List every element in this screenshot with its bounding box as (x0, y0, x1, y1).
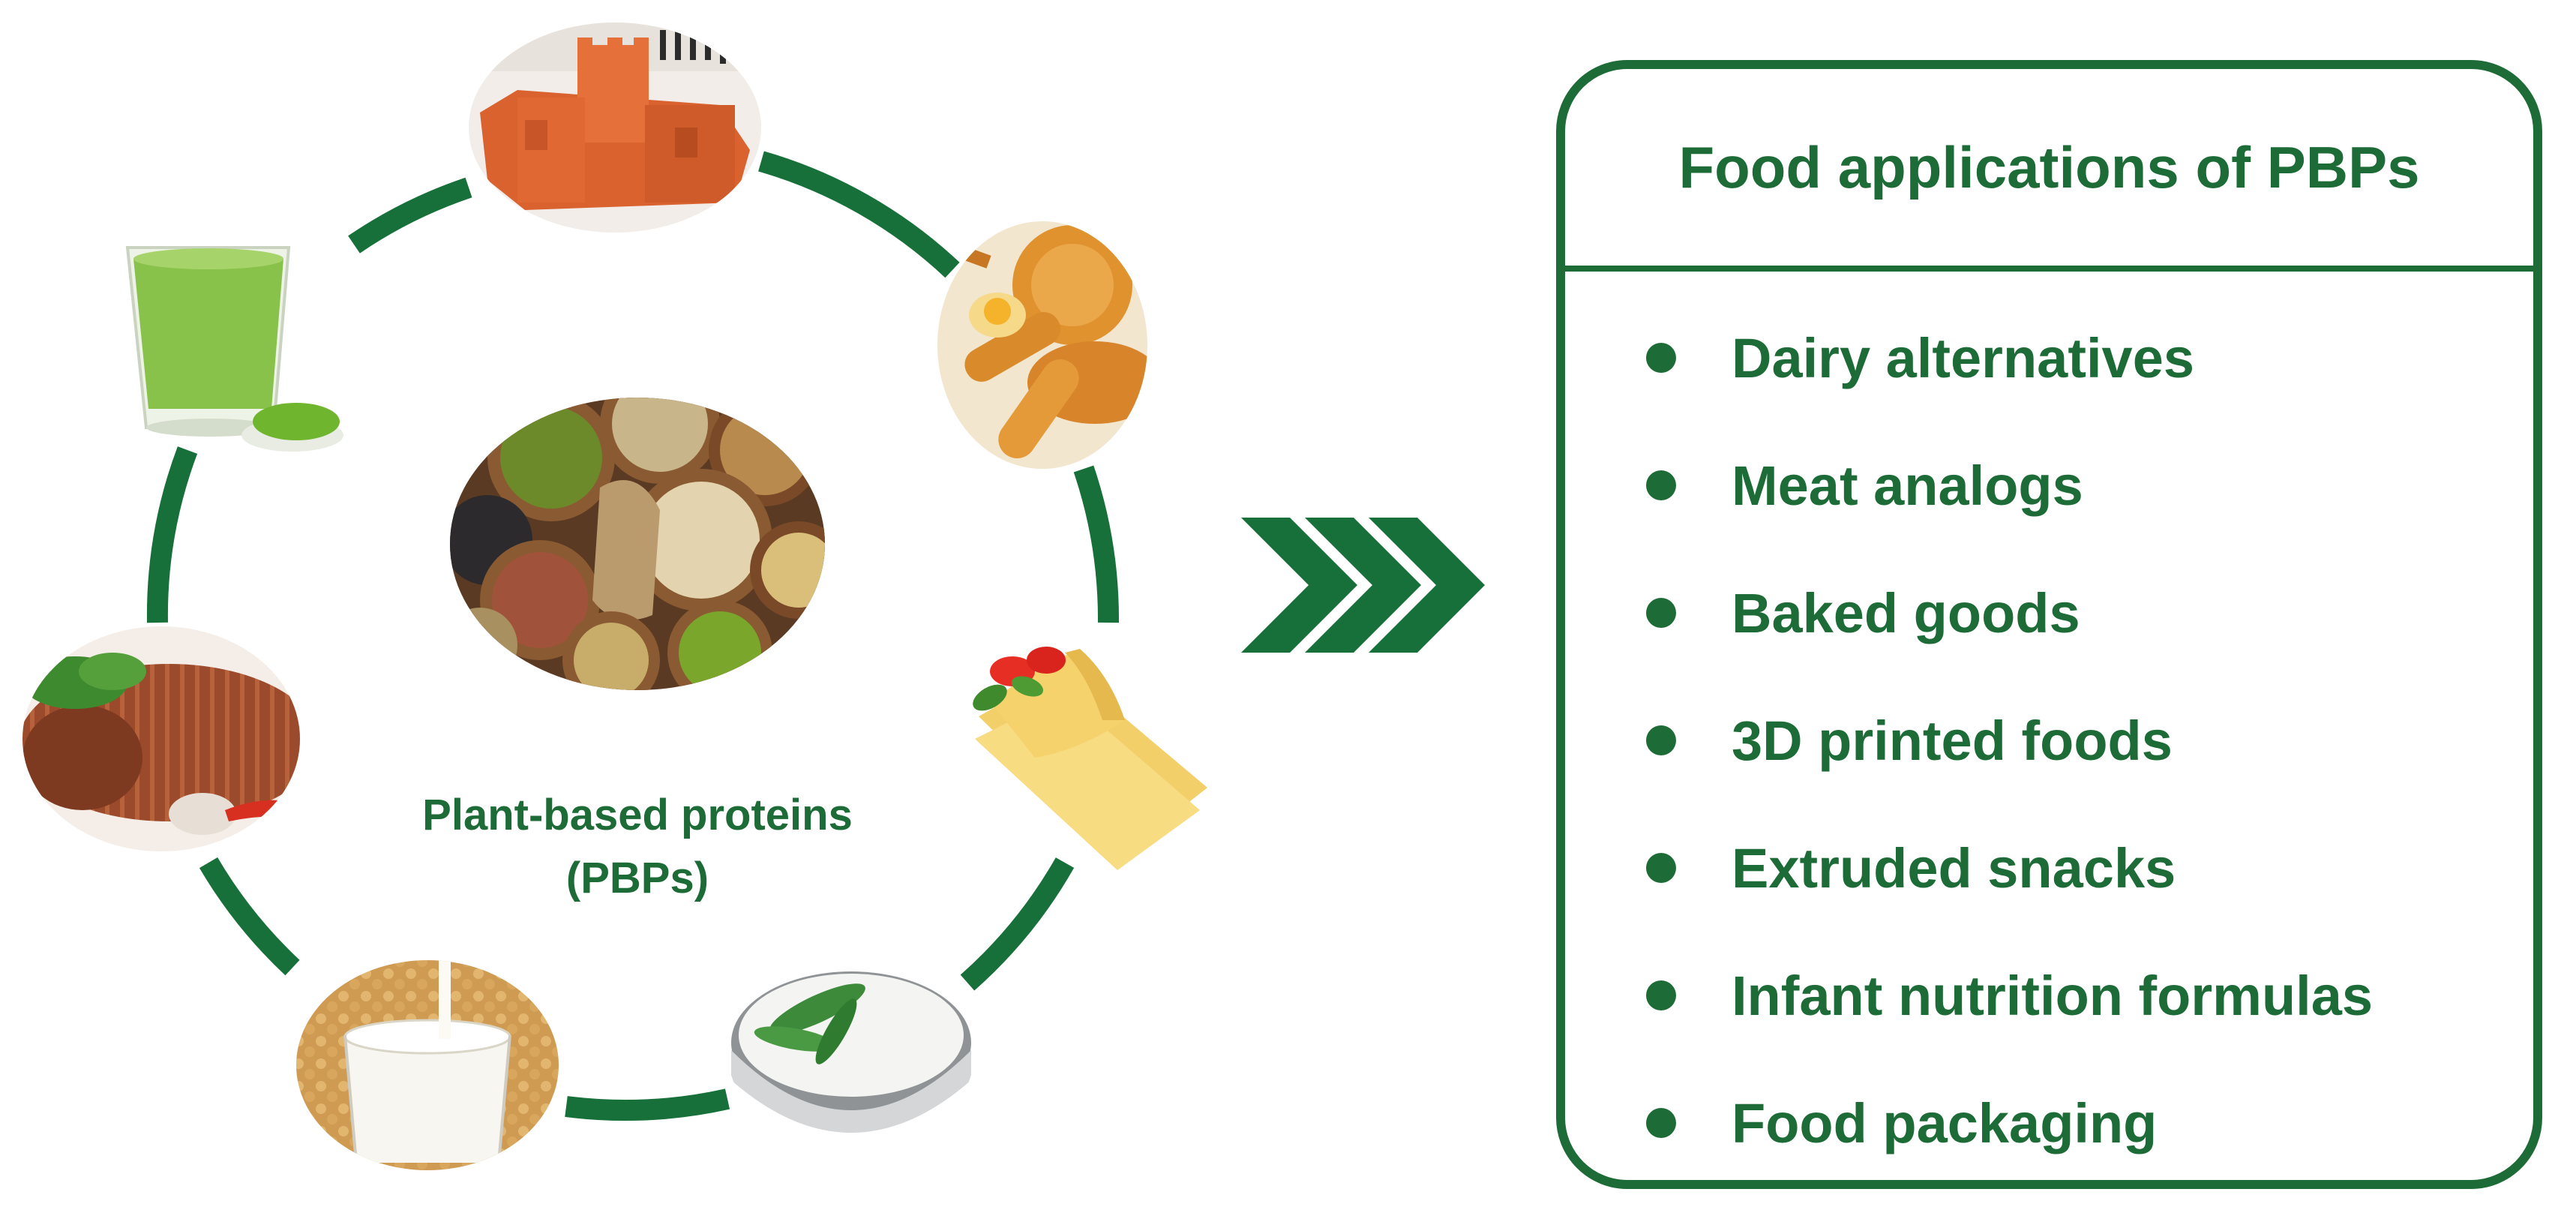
bullet-icon (1646, 1108, 1676, 1138)
application-item: Infant nutrition formulas (1565, 932, 2533, 1059)
bullet-icon (1646, 853, 1676, 883)
yogurt-bowl-photo (727, 949, 975, 1151)
bullet-icon (1646, 470, 1676, 500)
ring-segment (348, 177, 472, 254)
ring-segment (199, 857, 300, 976)
application-label: Meat analogs (1732, 454, 2083, 517)
triple-chevron-right-icon (1241, 518, 1485, 653)
application-label: Food packaging (1732, 1091, 2158, 1154)
center-label-line2: (PBPs) (565, 854, 709, 902)
ring-segment (960, 857, 1075, 991)
green-drink-photo (125, 246, 343, 452)
application-item: Meat analogs (1565, 422, 2533, 549)
ring-segment (146, 446, 198, 623)
bullet-icon (1646, 343, 1676, 373)
ring-segment (565, 1088, 730, 1121)
applications-panel: Food applications of PBPs Dairy alternat… (1556, 60, 2542, 1189)
meat-analog-photo (22, 626, 300, 851)
application-label: Baked goods (1732, 581, 2080, 644)
application-label: Extruded snacks (1732, 836, 2176, 899)
application-label: Dairy alternatives (1732, 326, 2195, 389)
panel-divider (1565, 266, 2533, 272)
bullet-icon (1646, 980, 1676, 1010)
cheese-slices-photo (973, 647, 1207, 870)
application-item: Extruded snacks (1565, 804, 2533, 932)
panel-title: Food applications of PBPs (1678, 134, 2420, 200)
ring-segment (1073, 465, 1120, 623)
application-item: Dairy alternatives (1565, 294, 2533, 422)
application-label: 3D printed foods (1732, 709, 2173, 772)
application-label: Infant nutrition formulas (1732, 964, 2374, 1027)
bullet-icon (1646, 725, 1676, 755)
center-label-line1: Plant-based proteins (422, 791, 853, 839)
center-label: Plant-based proteins (PBPs) (315, 784, 960, 910)
ring (146, 151, 1120, 1121)
bullet-icon (1646, 598, 1676, 628)
soy-milk-photo (296, 960, 559, 1170)
application-item: Baked goods (1565, 549, 2533, 677)
ring-segment (758, 151, 960, 278)
application-item: Food packaging (1565, 1059, 2533, 1187)
baked-goods-photo (937, 221, 1147, 469)
legumes-grains-photo (450, 398, 825, 690)
3d-printed-castle-photo (469, 23, 761, 233)
application-item: 3D printed foods (1565, 677, 2533, 804)
